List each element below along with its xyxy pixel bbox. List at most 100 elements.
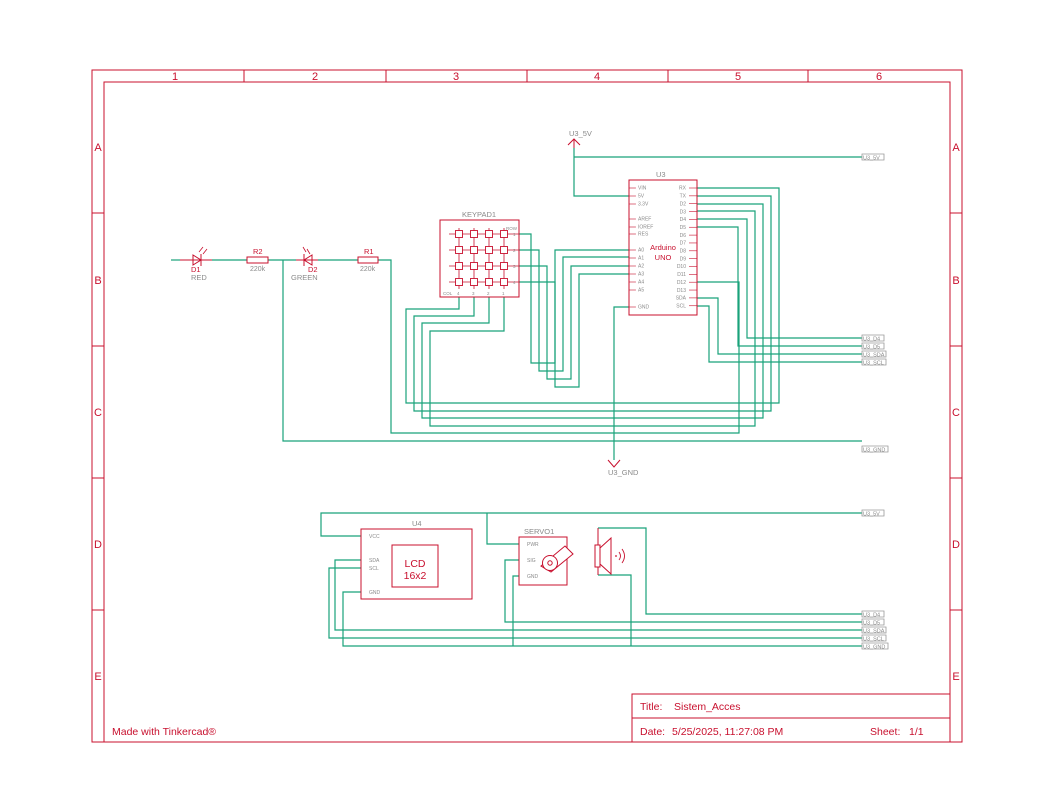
keypad-row-num: 2 — [513, 248, 516, 253]
sheet-frame: 1 2 3 4 5 6 A A B B C C D D E E — [91, 69, 963, 743]
r2-ref: R2 — [253, 247, 263, 256]
u3-left-pin-5v: 5V — [638, 194, 645, 200]
svg-text:U3_D4: U3_D4 — [863, 337, 880, 343]
net-labels: U3_5V U3_D4 U3_D5 U3_SDA U3_SCL U3_GND U… — [861, 153, 889, 651]
net-label-bot-d5: U3_D5 — [861, 618, 885, 627]
keypad-key — [485, 278, 493, 286]
net-label-bot-gnd: U3_GND — [861, 642, 889, 651]
d2-value: GREEN — [291, 273, 318, 282]
d1-value: RED — [191, 273, 207, 282]
u3-left-pin-res: RES — [638, 232, 649, 238]
title-value: Sistem_Acces — [674, 701, 741, 713]
u4-pin-sda: SDA — [369, 558, 380, 564]
svg-text:U3_GND: U3_GND — [863, 645, 885, 651]
sheet-value: 1/1 — [909, 726, 924, 738]
u3-right-pin-tx: TX — [680, 194, 687, 200]
keypad-row-num: 1 — [513, 232, 516, 237]
d2-ref: D2 — [308, 265, 318, 274]
net-label-mid-d4: U3_D4 — [861, 334, 885, 343]
date-value: 5/25/2025, 11:27:08 PM — [672, 726, 783, 738]
keypad-component: KEYPAD1 ROW COL 1 2 3 4 4 3 2 1 — [439, 210, 520, 298]
u4-pin-gnd: GND — [369, 590, 381, 596]
keypad-key — [500, 278, 508, 286]
col-label-3: 3 — [453, 71, 459, 83]
keypad-key — [470, 246, 478, 254]
u4-pin-vcc: VCC — [369, 534, 380, 540]
r1-ref: R1 — [364, 247, 374, 256]
svg-text:U3_D5: U3_D5 — [863, 345, 880, 351]
vcc-label: U3_5V — [569, 129, 592, 138]
r1-value: 220k — [360, 266, 376, 273]
sheet-label: Sheet: — [870, 726, 900, 738]
u3-right-pin-d10: D10 — [677, 264, 686, 270]
svg-text:U3_5V: U3_5V — [863, 512, 880, 518]
net-label-bot-sda: U3_SDA — [861, 626, 887, 635]
u3-right-pin-d11: D11 — [677, 272, 686, 278]
keypad-button-grid — [449, 228, 519, 289]
net-label-mid-sda: U3_SDA — [861, 350, 887, 359]
resistor-r1: R1 220k — [357, 247, 379, 273]
u3-right-pin-d2: D2 — [680, 201, 687, 207]
u4-ref: U4 — [412, 519, 422, 528]
u3-left-pin-gnd: GND — [638, 305, 650, 311]
row-label-e-right: E — [952, 671, 959, 683]
arduino-uno-u3: U3 Arduino UNO VIN5V3.3VAREFIOREFRESA0A1… — [628, 170, 698, 316]
u3-right-pin-scl: SCL — [676, 303, 686, 309]
servo-pin-sig: SIG — [527, 558, 536, 564]
servo-horn-icon — [540, 545, 574, 573]
col-label-6: 6 — [876, 71, 882, 83]
row-label-c-right: C — [952, 407, 960, 419]
u3-right-pin-d9: D9 — [680, 256, 687, 262]
keypad-key — [470, 230, 478, 238]
keypad-col-num: 3 — [472, 291, 475, 296]
keypad-col-num: 4 — [457, 291, 460, 296]
row-label-b-right: B — [952, 275, 959, 287]
d1-ref: D1 — [191, 265, 201, 274]
led-d2: D2 GREEN — [291, 246, 318, 282]
u3-title-1: Arduino — [650, 243, 676, 252]
led-d1: D1 RED — [180, 246, 212, 282]
net-label-top-5v: U3_5V — [861, 153, 885, 162]
piezo-buzzer — [594, 528, 625, 576]
sound-wave-icon — [615, 548, 625, 564]
tinkercad-credit: Made with Tinkercad® — [112, 726, 216, 738]
u3-right-pin-d3: D3 — [680, 209, 687, 215]
r2-value: 220k — [250, 266, 266, 273]
net-label-mid-d5: U3_D5 — [861, 342, 885, 351]
servo-servo1: SERVO1 PWR SIG GND — [518, 527, 574, 586]
u3-right-pin-d4: D4 — [680, 217, 687, 223]
net-label-bot-5v: U3_5V — [861, 509, 885, 518]
keypad-key — [470, 262, 478, 270]
u3-ref: U3 — [656, 170, 666, 179]
keypad-key — [485, 230, 493, 238]
gnd-label: U3_GND — [608, 468, 639, 477]
keypad-ref: KEYPAD1 — [462, 210, 496, 219]
keypad-row-label: ROW — [506, 226, 518, 231]
u3-left-pin-a0: A0 — [638, 248, 644, 254]
gnd-symbol: U3_GND — [607, 459, 639, 477]
u3-left-pin-a1: A1 — [638, 256, 644, 262]
u3-left-pin-a5: A5 — [638, 288, 644, 294]
keypad-key — [455, 262, 463, 270]
lcd-text-1: LCD — [404, 558, 425, 570]
u3-right-pin-d7: D7 — [680, 241, 687, 247]
vcc-symbol: U3_5V — [567, 129, 592, 148]
col-label-2: 2 — [312, 71, 318, 83]
title-label: Title: — [640, 701, 662, 713]
net-label-gnd: U3_GND — [861, 445, 889, 454]
u3-right-pin-d8: D8 — [680, 249, 687, 255]
col-label-1: 1 — [172, 71, 178, 83]
u3-left-pin-ioref: IOREF — [638, 225, 653, 231]
servo-pin-pwr: PWR — [527, 542, 539, 548]
keypad-col-num: 1 — [502, 291, 505, 296]
svg-text:U3_SDA: U3_SDA — [863, 629, 885, 635]
keypad-col-label: COL — [443, 291, 453, 296]
keypad-key — [485, 246, 493, 254]
svg-text:U3_SCL: U3_SCL — [863, 637, 884, 643]
row-label-a-left: A — [94, 142, 102, 154]
keypad-key — [470, 278, 478, 286]
u3-left-pin-a2: A2 — [638, 264, 644, 270]
row-label-d-left: D — [94, 539, 102, 551]
u3-left-pin-aref: AREF — [638, 217, 651, 223]
u4-pin-scl: SCL — [369, 566, 379, 572]
